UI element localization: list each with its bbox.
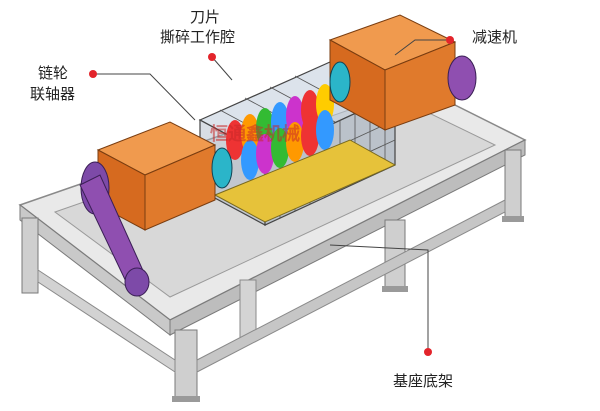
lower-rail-right <box>196 199 506 373</box>
label-sprocket: 链轮 <box>38 64 69 82</box>
label-blade: 刀片 <box>190 8 221 26</box>
label-reducer: 减速机 <box>472 28 518 46</box>
leg-2 <box>174 329 198 401</box>
motor <box>447 55 477 101</box>
lower-sprocket <box>124 267 150 297</box>
left-gearbox-side <box>144 144 216 231</box>
lower-rail-left <box>37 269 176 373</box>
label-dots <box>89 36 454 356</box>
leg-1 <box>21 217 39 294</box>
right-coupling <box>329 61 351 103</box>
foot-3 <box>382 286 408 292</box>
right-beam <box>169 139 526 336</box>
label-coupling: 联轴器 <box>30 85 76 103</box>
right-gearbox-side <box>384 41 456 131</box>
leg-4 <box>504 149 522 221</box>
foot-2 <box>172 396 200 402</box>
watermark: 恒通鑫机械 <box>210 124 300 145</box>
chamber-base <box>213 139 397 223</box>
foot-4 <box>502 216 524 222</box>
left-coupling <box>211 147 233 189</box>
leader-lines <box>93 39 446 350</box>
label-chamber: 撕碎工作腔 <box>160 28 236 46</box>
label-base: 基座底架 <box>393 372 454 390</box>
